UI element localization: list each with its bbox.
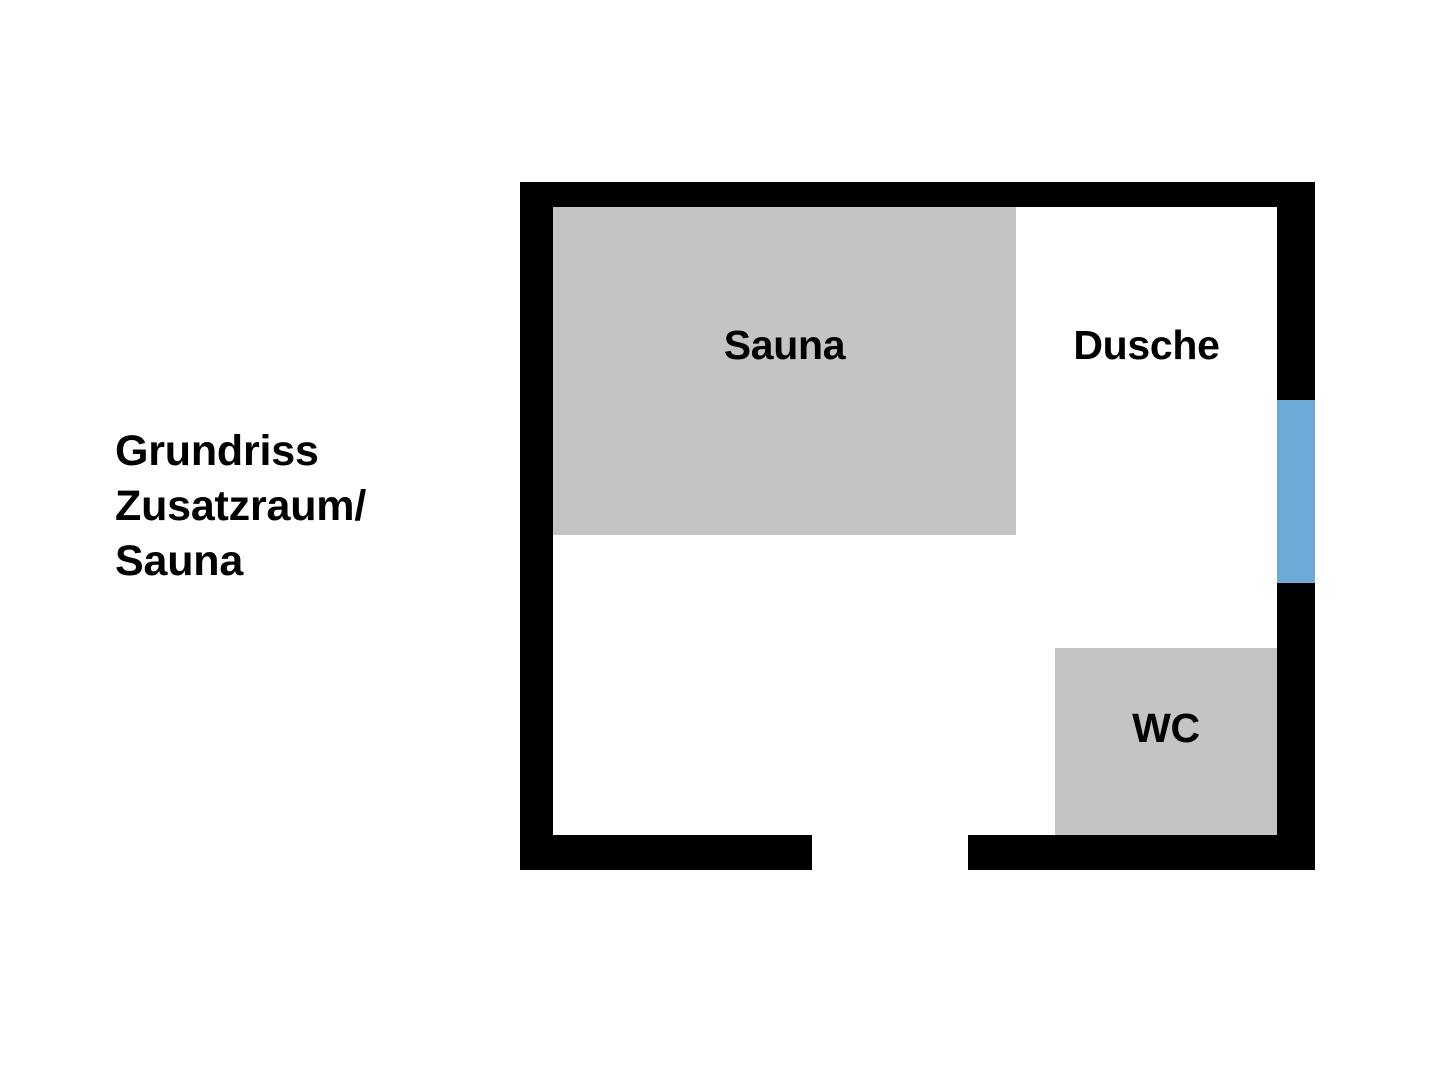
room-sauna-fill — [553, 207, 1016, 535]
wall-bottom-right — [968, 835, 1315, 870]
wall-bottom-left — [520, 835, 812, 870]
wall-right-lower — [1277, 583, 1315, 870]
room-wc-fill — [1055, 648, 1277, 835]
room-label-dusche: Dusche — [1073, 322, 1220, 368]
window-right-wall — [1277, 400, 1315, 583]
wall-top — [520, 182, 1315, 207]
wall-right-upper — [1277, 182, 1315, 400]
page-title: Grundriss Zusatzraum/ Sauna — [115, 427, 367, 586]
floorplan-drawing: Sauna Dusche WC — [520, 182, 1315, 870]
room-label-wc: WC — [1132, 705, 1200, 751]
wall-left — [520, 182, 553, 870]
room-label-sauna: Sauna — [723, 322, 846, 368]
